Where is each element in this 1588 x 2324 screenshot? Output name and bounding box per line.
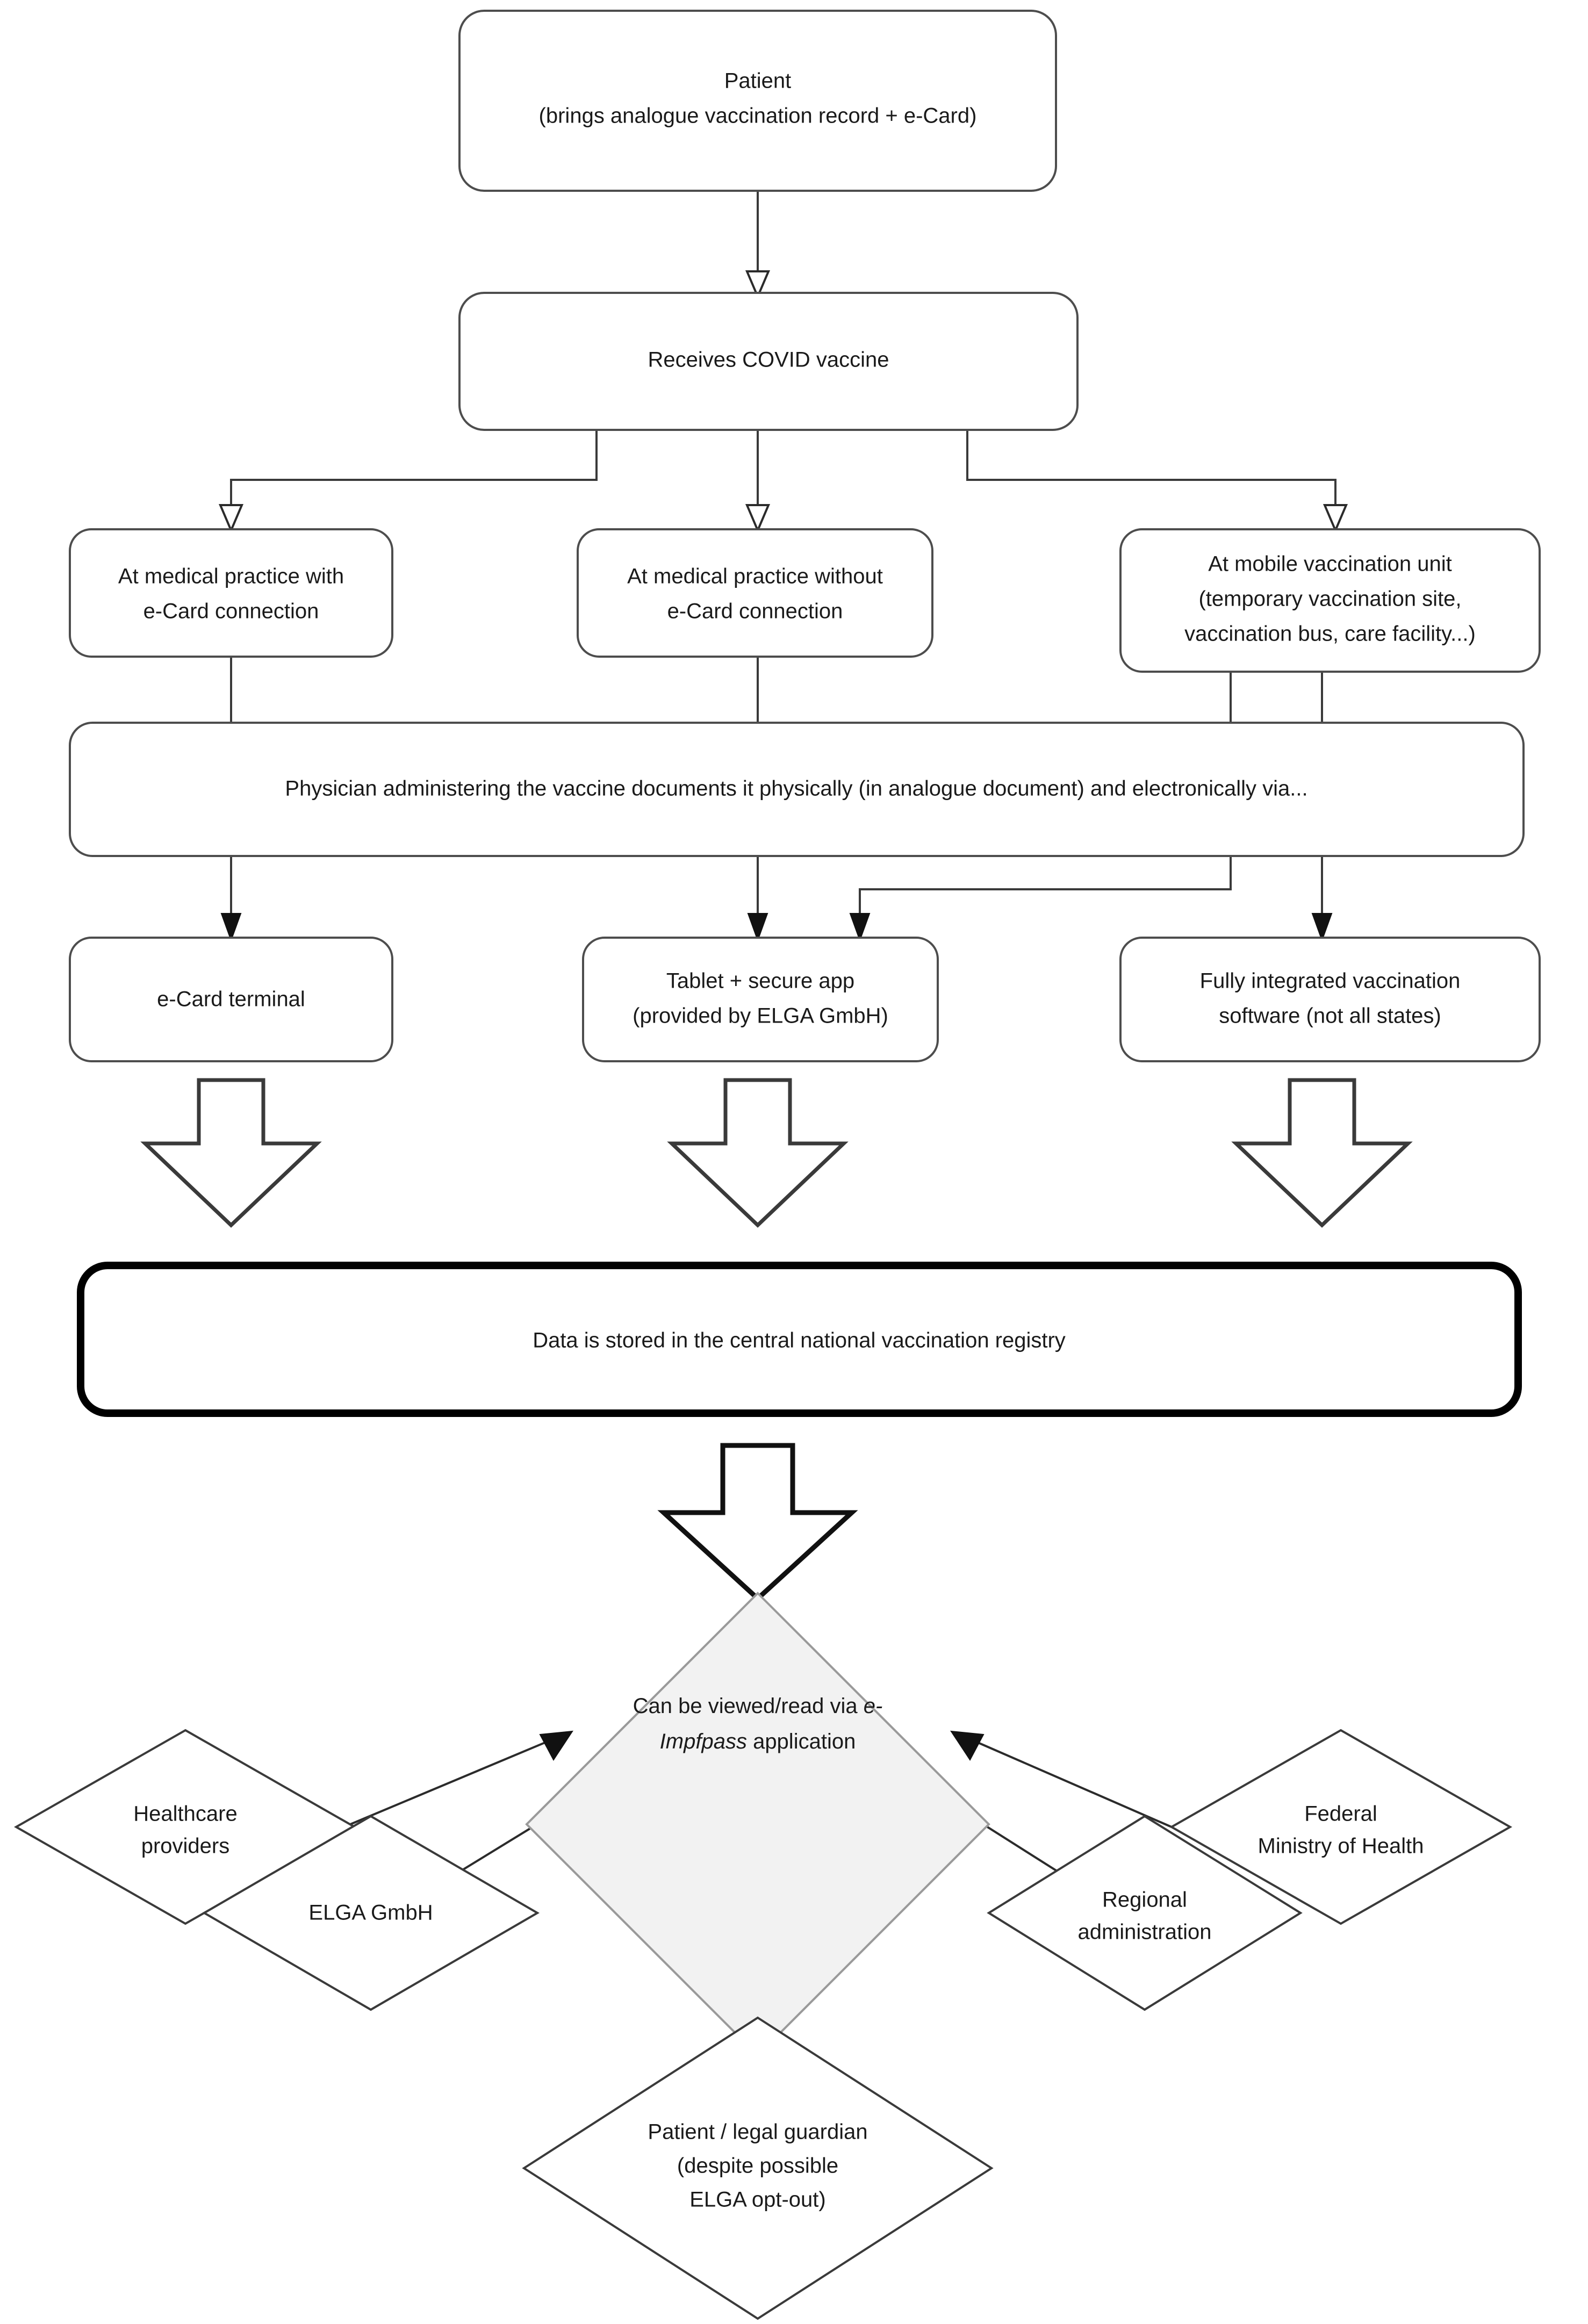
- node-integrated-software-shape: [1119, 937, 1541, 1062]
- eimpfpass-line1-plain: Can be viewed/read via: [633, 1694, 864, 1718]
- node-federal-ministry-line1: Federal: [1304, 1802, 1377, 1826]
- node-patient-guardian[interactable]: Patient / legal guardian (despite possib…: [522, 2016, 994, 2320]
- node-patient[interactable]: Patient (brings analogue vaccination rec…: [458, 10, 1057, 192]
- block-arrow-ecard-to-registry: [140, 1078, 322, 1228]
- arrowhead-open-2: [218, 504, 244, 534]
- node-physician-documents-shape: [69, 722, 1525, 857]
- node-central-registry-shape: [77, 1262, 1522, 1417]
- node-regional-administration-shape: [987, 1815, 1303, 2011]
- node-regional-administration[interactable]: Regional administration: [987, 1815, 1303, 2011]
- node-central-registry-line1: Data is stored in the central national v…: [533, 1329, 1066, 1352]
- arrowhead-solid-ministry: [950, 1730, 985, 1761]
- arrowhead-open-3: [745, 504, 771, 534]
- node-ecard-terminal-line1: e-Card terminal: [157, 988, 305, 1011]
- node-practice-with-ecard-shape: [69, 528, 393, 658]
- node-federal-ministry-shape: [1169, 1729, 1513, 1925]
- node-patient-shape: [458, 10, 1057, 192]
- block-arrow-tablet-to-registry: [667, 1078, 849, 1228]
- node-eimpfpass-viewer[interactable]: Can be viewed/read via e- Impfpass appli…: [525, 1592, 990, 2057]
- node-receives-vaccine[interactable]: Receives COVID vaccine: [458, 292, 1079, 431]
- connector-elbow-to-tablet: [859, 855, 1232, 919]
- node-receives-vaccine-line1: Receives COVID vaccine: [648, 348, 889, 372]
- node-integrated-software-line2: software (not all states): [1219, 1004, 1441, 1028]
- node-practice-without-ecard-line1: At medical practice without: [627, 565, 883, 588]
- node-tablet-app-shape: [582, 937, 939, 1062]
- node-federal-ministry[interactable]: Federal Ministry of Health: [1169, 1729, 1513, 1925]
- node-federal-ministry-line2: Ministry of Health: [1258, 1834, 1424, 1858]
- node-practice-without-ecard-line2: e-Card connection: [667, 600, 843, 623]
- arrowhead-solid-healthcare: [539, 1730, 573, 1761]
- node-eimpfpass-viewer-shape: [525, 1592, 990, 2057]
- node-physician-documents[interactable]: Physician administering the vaccine docu…: [69, 722, 1525, 857]
- connector-healthcare-to-center: [343, 1735, 562, 1828]
- node-tablet-app-line1: Tablet + secure app: [666, 969, 854, 993]
- node-practice-without-ecard[interactable]: At medical practice without e-Card conne…: [577, 528, 933, 658]
- arrowhead-solid-4: [1311, 913, 1333, 942]
- node-practice-with-ecard[interactable]: At medical practice with e-Card connecti…: [69, 528, 393, 658]
- eimpfpass-line1-italic: e-: [864, 1694, 883, 1718]
- arrowhead-solid-3: [849, 913, 871, 942]
- node-patient-line2: (brings analogue vaccination record + e-…: [539, 104, 977, 128]
- node-patient-guardian-shape: [522, 2016, 994, 2320]
- node-integrated-software-line1: Fully integrated vaccination: [1200, 969, 1461, 993]
- node-mobile-unit-line2: (temporary vaccination site,: [1198, 587, 1461, 611]
- node-practice-without-ecard-shape: [577, 528, 933, 658]
- connector-vaccine-to-left: [230, 430, 598, 513]
- node-practice-with-ecard-line2: e-Card connection: [143, 600, 319, 623]
- node-eimpfpass-viewer-line1: Can be viewed/read via e-: [633, 1694, 883, 1718]
- node-mobile-unit-line1: At mobile vaccination unit: [1208, 552, 1452, 576]
- node-receives-vaccine-shape: [458, 292, 1079, 431]
- node-tablet-app[interactable]: Tablet + secure app (provided by ELGA Gm…: [582, 937, 939, 1062]
- node-mobile-unit-line3: vaccination bus, care facility...): [1184, 622, 1476, 646]
- node-physician-documents-line1: Physician administering the vaccine docu…: [285, 777, 1307, 801]
- connector-vaccine-to-right: [966, 430, 1336, 513]
- eimpfpass-line2-plain: application: [747, 1730, 856, 1753]
- eimpfpass-line2-italic: Impfpass: [660, 1730, 747, 1753]
- arrowhead-open-1: [745, 270, 771, 300]
- node-eimpfpass-viewer-line2: Impfpass application: [660, 1730, 856, 1753]
- node-ecard-terminal[interactable]: e-Card terminal: [69, 937, 393, 1062]
- node-ecard-terminal-shape: [69, 937, 393, 1062]
- node-mobile-unit[interactable]: At mobile vaccination unit (temporary va…: [1119, 528, 1541, 673]
- node-healthcare-providers-line2: providers: [141, 1834, 230, 1858]
- node-patient-guardian-line1: Patient / legal guardian: [648, 2120, 867, 2144]
- node-regional-administration-line2: administration: [1077, 1920, 1211, 1944]
- node-integrated-software[interactable]: Fully integrated vaccination software (n…: [1119, 937, 1541, 1062]
- node-practice-with-ecard-line1: At medical practice with: [118, 565, 344, 588]
- node-patient-line1: Patient: [724, 69, 792, 93]
- node-elga-gmbh[interactable]: ELGA GmbH: [202, 1815, 540, 2011]
- node-central-registry[interactable]: Data is stored in the central national v…: [77, 1262, 1522, 1417]
- block-arrow-registry-to-eimpfpass: [657, 1443, 858, 1602]
- node-tablet-app-line2: (provided by ELGA GmbH): [633, 1004, 888, 1028]
- node-healthcare-providers-line1: Healthcare: [133, 1802, 237, 1826]
- node-elga-gmbh-shape: [202, 1815, 540, 2011]
- node-elga-gmbh-line1: ELGA GmbH: [308, 1901, 433, 1925]
- node-patient-guardian-line3: ELGA opt-out): [689, 2188, 825, 2212]
- arrowhead-solid-1: [220, 913, 242, 942]
- node-patient-guardian-line2: (despite possible: [677, 2154, 838, 2178]
- connector-ministry-to-center: [961, 1735, 1172, 1828]
- block-arrow-software-to-registry: [1231, 1078, 1413, 1228]
- arrowhead-solid-2: [747, 913, 768, 942]
- node-mobile-unit-shape: [1119, 528, 1541, 673]
- node-regional-administration-line1: Regional: [1102, 1888, 1187, 1912]
- arrowhead-open-4: [1323, 504, 1348, 534]
